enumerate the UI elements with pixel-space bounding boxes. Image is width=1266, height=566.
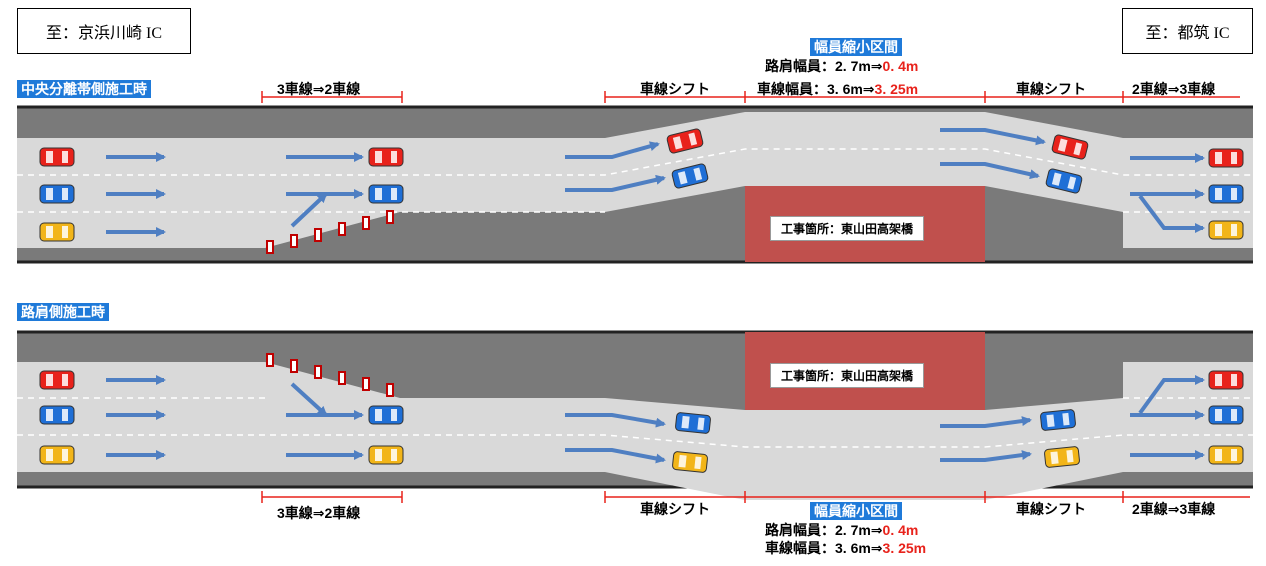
bottom-seg-shift-1: 車線シフト	[640, 501, 710, 517]
destination-ic-label: 至：都筑 IC	[1145, 25, 1230, 42]
top-narrow-section-tag: 幅員縮小区間	[810, 38, 902, 56]
top-width-info: 路肩幅員：2. 7m⇒0. 4m	[765, 57, 918, 75]
bottom-mode-tag: 路肩側施工時	[17, 303, 109, 321]
top-shoulder-width: 路肩幅員：2. 7m⇒0. 4m	[765, 57, 918, 75]
bottom-seg-3to2: 3車線⇒2車線	[277, 505, 361, 521]
origin-ic-label: 至：京浜川崎 IC	[45, 25, 162, 42]
bottom-lane-new: 3. 25m	[882, 540, 927, 556]
bottom-segment-ruler	[261, 491, 1250, 503]
bottom-narrow-section-tag: 幅員縮小区間	[810, 502, 902, 520]
destination-ic-box: 至：都筑 IC	[1122, 8, 1253, 54]
top-shoulder-new: 0. 4m	[882, 58, 919, 74]
top-shoulder-prefix: 路肩幅員：2. 7m⇒	[765, 58, 883, 74]
top-segment-ruler	[261, 91, 1240, 103]
top-seg-2to3: 2車線⇒3車線	[1132, 81, 1216, 97]
top-mode-tag: 中央分離帯側施工時	[17, 80, 151, 98]
bottom-road	[17, 330, 1253, 500]
top-seg-shift-1: 車線シフト	[640, 81, 710, 97]
bottom-seg-2to3: 2車線⇒3車線	[1132, 501, 1216, 517]
origin-ic-box: 至：京浜川崎 IC	[17, 8, 191, 54]
bottom-shoulder-new: 0. 4m	[882, 522, 919, 538]
bottom-shoulder-width: 路肩幅員：2. 7m⇒0. 4m	[765, 521, 926, 539]
top-site-label: 工事箇所：東山田高架橋	[770, 216, 925, 241]
bottom-lane-prefix: 車線幅員：3. 6m⇒	[765, 540, 883, 556]
top-seg-3to2: 3車線⇒2車線	[277, 81, 361, 97]
top-lane-prefix: 車線幅員：3. 6m⇒	[757, 81, 875, 97]
top-lane-width: 車線幅員：3. 6m⇒3. 25m	[757, 79, 918, 99]
bottom-width-info: 路肩幅員：2. 7m⇒0. 4m 車線幅員：3. 6m⇒3. 25m	[765, 521, 926, 557]
top-seg-shift-2: 車線シフト	[1016, 81, 1086, 97]
top-road	[17, 105, 1253, 264]
bottom-site-label: 工事箇所：東山田高架橋	[770, 363, 925, 388]
bottom-seg-shift-2: 車線シフト	[1016, 501, 1086, 517]
bottom-lane-width: 車線幅員：3. 6m⇒3. 25m	[765, 539, 926, 557]
bottom-shoulder-prefix: 路肩幅員：2. 7m⇒	[765, 522, 883, 538]
top-lane-new: 3. 25m	[874, 81, 919, 97]
